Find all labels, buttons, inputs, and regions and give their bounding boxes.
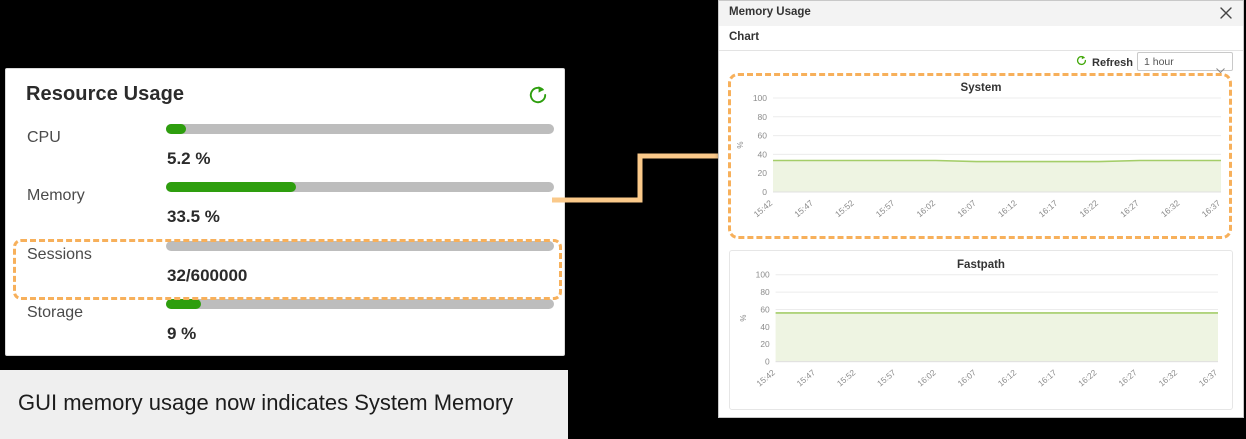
caption-text: GUI memory usage now indicates System Me… — [18, 390, 514, 415]
chart-title-system: System — [960, 82, 1002, 94]
progress-track-storage — [166, 299, 554, 309]
svg-text:15:42: 15:42 — [754, 367, 777, 388]
progress-fill-cpu — [166, 124, 187, 134]
refresh-icon[interactable] — [526, 83, 550, 107]
chart-panel-system: System 0 20 40 60 80 100% 15:42 15:47 15:52 15:57… — [729, 74, 1233, 240]
svg-text:15:47: 15:47 — [792, 198, 815, 220]
metric-value-storage: 9 % — [167, 324, 197, 343]
svg-text:60: 60 — [760, 304, 770, 314]
metric-label-sessions: Sessions — [27, 246, 92, 263]
annotation-connector — [552, 153, 732, 203]
svg-text:16:37: 16:37 — [1200, 198, 1223, 220]
metric-value-memory: 33.5 % — [167, 207, 220, 226]
svg-text:16:22: 16:22 — [1076, 367, 1099, 388]
svg-text:100: 100 — [753, 93, 767, 103]
time-range-value: 1 hour — [1144, 56, 1174, 68]
svg-text:16:07: 16:07 — [955, 367, 978, 388]
refresh-button[interactable]: Refresh — [1075, 54, 1133, 72]
chart-toolbar: Refresh 1 hour — [719, 50, 1243, 76]
svg-text:16:27: 16:27 — [1116, 367, 1139, 388]
refresh-icon — [1075, 54, 1088, 72]
progress-fill-memory — [166, 182, 296, 192]
svg-text:15:57: 15:57 — [874, 198, 897, 220]
svg-text:40: 40 — [758, 149, 768, 159]
chevron-down-icon — [1216, 61, 1225, 79]
svg-text:16:32: 16:32 — [1159, 198, 1182, 220]
svg-text:16:12: 16:12 — [996, 367, 1019, 388]
svg-text:16:02: 16:02 — [915, 367, 938, 388]
refresh-button-label: Refresh — [1092, 57, 1133, 69]
chart-plot-system: 0 20 40 60 80 100% 15:42 15:47 15:52 15:57 16:02 16… — [736, 93, 1223, 220]
progress-track-memory — [166, 182, 554, 192]
svg-text:16:12: 16:12 — [996, 198, 1019, 220]
svg-text:0: 0 — [765, 357, 770, 367]
chart-title-fastpath: Fastpath — [957, 259, 1005, 271]
svg-text:16:02: 16:02 — [914, 198, 937, 220]
metric-value-sessions: 32/600000 — [167, 266, 248, 285]
svg-text:100: 100 — [756, 270, 770, 280]
window-titlebar: Memory Usage — [719, 1, 1243, 27]
close-icon[interactable] — [1217, 4, 1235, 22]
progress-track-cpu — [166, 124, 554, 134]
svg-text:15:42: 15:42 — [752, 198, 775, 220]
metric-label-storage: Storage — [27, 304, 84, 321]
svg-text:%: % — [739, 315, 748, 322]
svg-text:16:07: 16:07 — [955, 198, 978, 220]
svg-text:0: 0 — [762, 187, 767, 197]
svg-text:%: % — [736, 141, 745, 148]
svg-text:15:57: 15:57 — [875, 367, 898, 388]
svg-text:20: 20 — [758, 168, 768, 178]
svg-text:15:52: 15:52 — [833, 198, 856, 220]
svg-text:16:37: 16:37 — [1197, 367, 1220, 388]
svg-text:60: 60 — [758, 131, 768, 141]
svg-text:16:17: 16:17 — [1036, 367, 1059, 388]
svg-text:16:22: 16:22 — [1077, 198, 1100, 220]
chart-panel-fastpath: Fastpath 0 20 40 60 80 100% 15:42 15:47 15:52 15:… — [729, 250, 1233, 410]
progress-fill-storage — [166, 299, 201, 309]
metric-label-cpu: CPU — [27, 129, 61, 146]
svg-text:80: 80 — [760, 287, 770, 297]
svg-text:16:17: 16:17 — [1037, 198, 1060, 220]
svg-text:40: 40 — [760, 322, 770, 332]
metric-value-cpu: 5.2 % — [167, 149, 211, 168]
metric-label-memory: Memory — [27, 187, 85, 204]
svg-text:20: 20 — [760, 339, 770, 349]
progress-track-sessions — [166, 241, 554, 251]
tab-chart[interactable]: Chart — [719, 26, 1243, 51]
resource-usage-card: Resource Usage CPU 5.2 % Memory 33.5 % Sessi… — [5, 68, 565, 356]
memory-usage-window: Memory Usage Chart Refresh — [718, 0, 1244, 418]
tab-chart-label: Chart — [729, 31, 760, 43]
svg-text:16:27: 16:27 — [1118, 198, 1141, 220]
window-title: Memory Usage — [729, 6, 811, 18]
svg-text:80: 80 — [758, 112, 768, 122]
time-range-select[interactable]: 1 hour — [1137, 52, 1233, 74]
svg-text:15:52: 15:52 — [835, 367, 858, 388]
page-title: Resource Usage — [26, 83, 185, 105]
svg-text:16:32: 16:32 — [1157, 367, 1180, 388]
chart-plot-fastpath: 0 20 40 60 80 100% 15:42 15:47 15:52 15:57 16:02 16… — [739, 270, 1220, 389]
svg-text:15:47: 15:47 — [795, 367, 818, 388]
caption-bar: GUI memory usage now indicates System Me… — [0, 370, 568, 439]
